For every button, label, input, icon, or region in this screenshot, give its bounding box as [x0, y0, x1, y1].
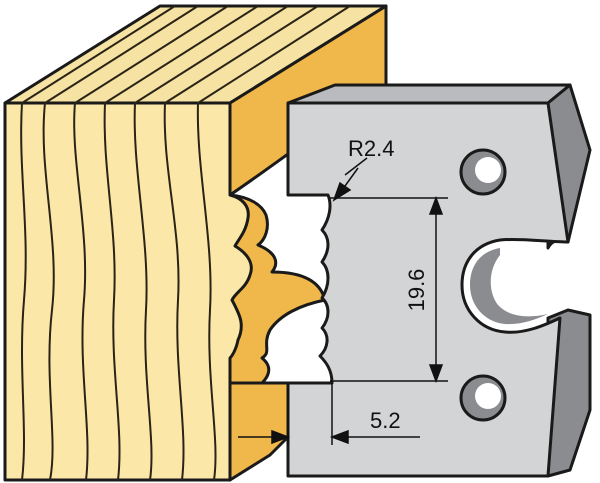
dimension-lines [238, 157, 448, 445]
radius-label: R2.4 [348, 136, 394, 161]
wood-top-grain [21, 5, 351, 104]
depth-label: 5.2 [370, 408, 401, 433]
mounting-hole-bottom [459, 374, 507, 422]
profile-knife [286, 83, 592, 478]
height-arrow-bottom [428, 364, 444, 384]
depth-arrow-left [271, 429, 291, 445]
height-label: 19.6 [404, 269, 429, 312]
knife-top-edge [286, 83, 572, 105]
radius-leader [344, 157, 368, 176]
radius-arrow [332, 181, 352, 202]
height-arrow-top [428, 195, 444, 215]
depth-arrow-right [329, 429, 349, 445]
wood-front-face [3, 101, 253, 482]
wood-grain [20, 102, 217, 481]
mounting-hole-top [459, 148, 507, 196]
wood-side-lower [228, 381, 297, 482]
center-notch-shade [470, 248, 548, 325]
